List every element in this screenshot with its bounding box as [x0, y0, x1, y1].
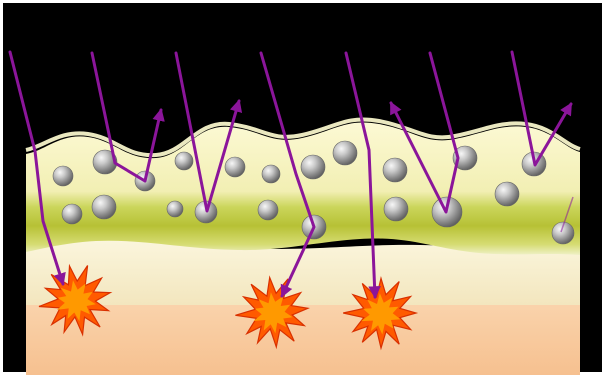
particle-sphere — [333, 141, 357, 165]
particle-sphere — [62, 204, 82, 224]
particle-sphere — [383, 158, 407, 182]
particle-sphere — [301, 155, 325, 179]
particle-sphere — [175, 152, 193, 170]
particle-sphere — [167, 201, 183, 217]
particle-sphere — [495, 182, 519, 206]
particle-sphere — [262, 165, 280, 183]
particle-sphere — [92, 195, 116, 219]
deep-skin-layer — [26, 300, 580, 375]
particle-sphere — [53, 166, 73, 186]
particle-sphere — [225, 157, 245, 177]
particle-sphere — [384, 197, 408, 221]
particle-sphere — [258, 200, 278, 220]
